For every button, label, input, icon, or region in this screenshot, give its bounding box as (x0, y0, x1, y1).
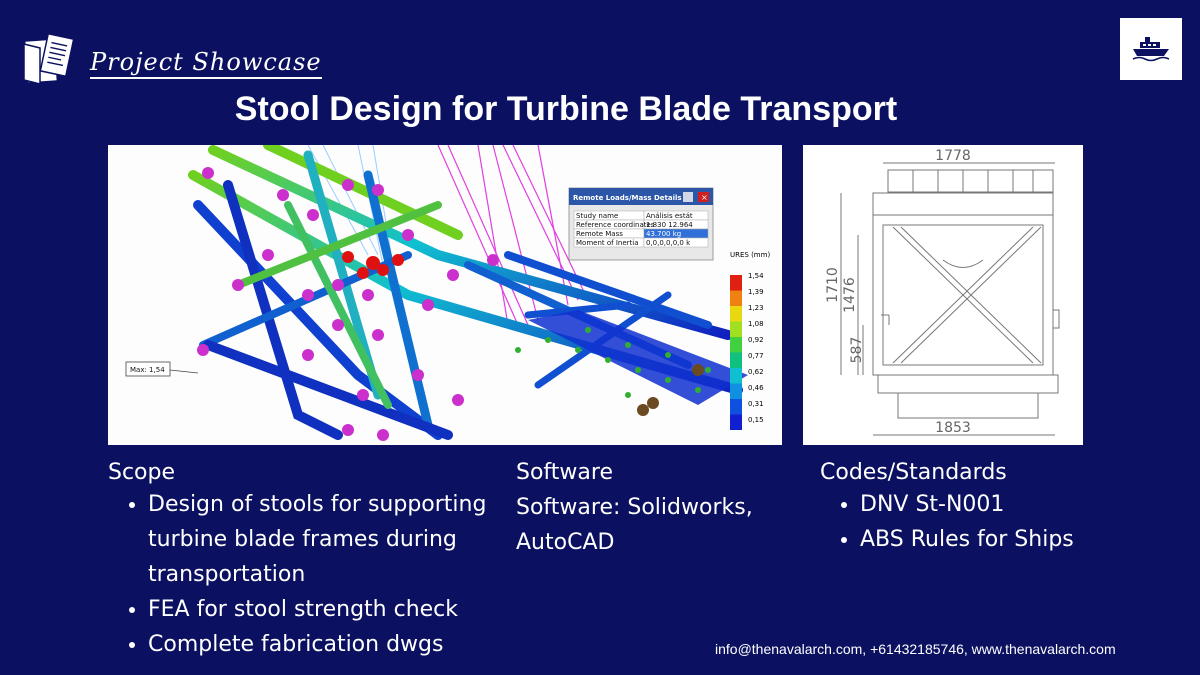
legend-value-label: 1,54 (748, 272, 764, 280)
dim-bottom: 1853 (935, 420, 971, 436)
svg-text:×: × (701, 193, 708, 202)
legend-value-label: 1,08 (748, 320, 764, 328)
software-text: Software: Solidworks, AutoCAD (516, 495, 753, 555)
dialog-row-label: Moment of Inertia (576, 239, 639, 247)
software-heading: Software (516, 460, 613, 485)
legend-color-band (730, 337, 742, 353)
dialog-row-label: Reference coordinates (576, 221, 655, 229)
list-item: DNV St-N001 (860, 487, 1080, 522)
list-item: ABS Rules for Ships (860, 522, 1080, 557)
software-section: Software Software: Solidworks, AutoCAD (516, 455, 786, 560)
scope-section: Scope Design of stools for supporting tu… (108, 460, 508, 662)
legend-color-band (730, 275, 742, 291)
legend-value-label: 0,31 (748, 400, 764, 408)
max-value-label (125, 361, 171, 377)
remote-loads-dialog[interactable]: Remote Loads/Mass Details × Study name A… (568, 187, 714, 261)
ship-icon (1132, 37, 1170, 62)
contact-info: info@thenavalarch.com, +61432185746, www… (715, 641, 1116, 657)
legend-color-band (730, 290, 742, 306)
dialog-row-label: Study name (576, 212, 618, 220)
codes-heading: Codes/Standards (820, 460, 1007, 485)
dialog-row-value: 1.830 12.964 (646, 221, 693, 229)
dim-mid: 1476 (842, 277, 858, 313)
technical-drawing: 1778 1853 1710 1476 587 (803, 145, 1083, 445)
legend-value-label: 0,92 (748, 336, 764, 344)
legend-color-band (730, 352, 742, 368)
legend-color-band (730, 321, 742, 337)
codes-section: Codes/Standards DNV St-N001 ABS Rules fo… (820, 460, 1080, 557)
dialog-title: Remote Loads/Mass Details (573, 194, 682, 202)
dim-top: 1778 (935, 148, 971, 164)
dialog-row-value: 43.700 kg (646, 230, 681, 238)
dialog-row-label: Remote Mass (576, 230, 623, 238)
color-legend (730, 275, 742, 430)
codes-list: DNV St-N001 ABS Rules for Ships (820, 487, 1080, 557)
dim-low: 587 (849, 337, 865, 364)
legend-value-label: 0,15 (748, 416, 764, 424)
scope-list: Design of stools for supporting turbine … (108, 487, 508, 662)
legend-value-label: 1,23 (748, 304, 764, 312)
legend-color-band (730, 306, 742, 322)
legend-color-band (730, 368, 742, 384)
legend-value-label: 0,62 (748, 368, 764, 376)
list-item: FEA for stool strength check (148, 592, 508, 627)
legend-title: URES (mm) (730, 251, 770, 259)
max-value-text: Max: 1,54 (130, 366, 165, 374)
document-folder-icon (23, 32, 75, 85)
page-title: Stool Design for Turbine Blade Transport (234, 90, 898, 128)
legend-value-label: 0,77 (748, 352, 764, 360)
fea-result-image: Max: 1,54 Remote Loads/Mass Details × St… (108, 145, 782, 445)
dim-height: 1710 (825, 267, 841, 303)
legend-color-band (730, 399, 742, 415)
list-item: Design of stools for supporting turbine … (148, 487, 508, 592)
list-item: Complete fabrication dwgs (148, 627, 508, 662)
dialog-row-value: 0,0,0,0,0,0 k (646, 239, 691, 247)
brand-name: Project Showcase (90, 48, 322, 79)
ship-logo-badge[interactable] (1120, 18, 1182, 80)
legend-color-band (730, 383, 742, 399)
legend-color-band (730, 414, 742, 430)
legend-value-label: 0,46 (748, 384, 764, 392)
legend-value-label: 1,39 (748, 288, 764, 296)
pin-icon[interactable] (683, 192, 693, 202)
scope-heading: Scope (108, 460, 176, 485)
dialog-row-value: Análisis estát (646, 212, 693, 220)
close-icon[interactable] (698, 192, 709, 202)
